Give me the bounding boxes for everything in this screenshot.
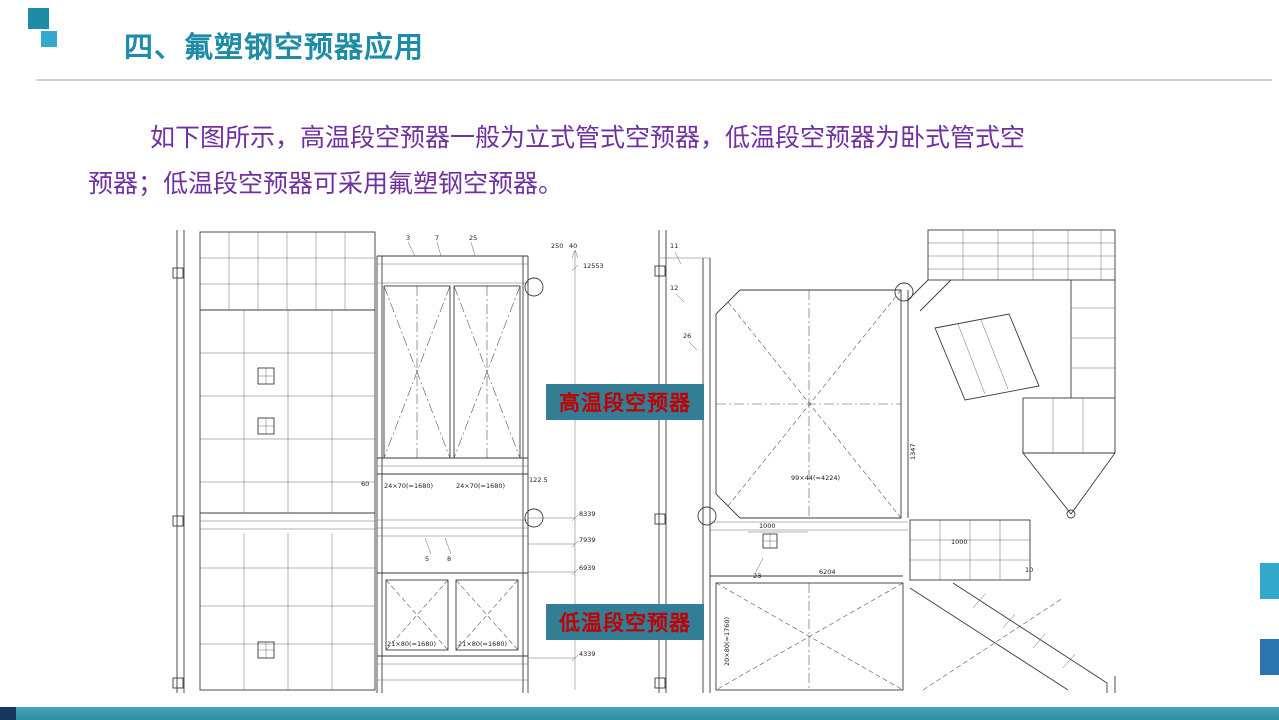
- svg-text:6939: 6939: [579, 564, 596, 572]
- page-title: 四、氟塑钢空预器应用: [124, 32, 425, 64]
- svg-text:12553: 12553: [583, 262, 604, 270]
- svg-text:10: 10: [1025, 566, 1033, 574]
- svg-text:122.5: 122.5: [529, 476, 548, 484]
- paragraph-line-2: 预器；低温段空预器可采用氟塑钢空预器。: [88, 170, 564, 198]
- svg-text:8339: 8339: [579, 510, 596, 518]
- svg-text:12: 12: [670, 284, 678, 292]
- svg-text:8: 8: [447, 555, 451, 563]
- svg-text:1347: 1347: [909, 443, 917, 460]
- svg-text:250: 250: [551, 242, 563, 250]
- svg-text:1000: 1000: [951, 538, 968, 546]
- svg-text:26: 26: [683, 332, 691, 340]
- low-temp-aph-label: 低温段空预器: [546, 604, 704, 640]
- footer-bar: [0, 707, 1279, 720]
- right-edge-accent-blue: [1260, 639, 1279, 675]
- svg-text:7939: 7939: [579, 536, 596, 544]
- svg-text:23: 23: [753, 572, 761, 580]
- footer-corner-square: [0, 707, 16, 720]
- svg-text:25: 25: [469, 234, 477, 242]
- svg-text:6204: 6204: [819, 568, 836, 576]
- header-divider: [36, 79, 1272, 81]
- paragraph-line-1: 如下图所示，高温段空预器一般为立式管式空预器，低温段空预器为卧式管式空: [150, 124, 1026, 152]
- body-paragraph: 如下图所示，高温段空预器一般为立式管式空预器，低温段空预器为卧式管式空 预器；低…: [88, 115, 1118, 207]
- svg-text:11: 11: [670, 242, 678, 250]
- header-accent-square-light: [41, 31, 57, 47]
- svg-text:99×44(=4224): 99×44(=4224): [791, 474, 840, 482]
- dimension-annotations: 3 7 25 250 40 12553 24×70(=1680) 24×70(=1680) 12…: [361, 234, 1033, 666]
- svg-text:21×80(=1680): 21×80(=1680): [458, 640, 507, 648]
- high-temp-aph-label: 高温段空预器: [546, 384, 704, 420]
- svg-text:5: 5: [425, 555, 429, 563]
- svg-text:3: 3: [406, 234, 410, 242]
- svg-text:40: 40: [569, 242, 577, 250]
- svg-text:24×70(=1680): 24×70(=1680): [384, 482, 433, 490]
- technical-drawing: 3 7 25 250 40 12553 24×70(=1680) 24×70(=1680) 12…: [163, 228, 1117, 695]
- svg-text:4339: 4339: [579, 650, 596, 658]
- svg-text:20×80(=1760): 20×80(=1760): [723, 617, 731, 666]
- svg-text:1000: 1000: [759, 522, 776, 530]
- svg-text:7: 7: [435, 234, 439, 242]
- svg-text:24×70(=1680): 24×70(=1680): [456, 482, 505, 490]
- svg-text:21×80(=1680): 21×80(=1680): [387, 640, 436, 648]
- right-edge-accent-cyan: [1260, 563, 1279, 599]
- header-accent-square-dark: [28, 8, 49, 29]
- svg-text:60: 60: [361, 480, 369, 488]
- cad-drawing: 3 7 25 250 40 12553 24×70(=1680) 24×70(=1680) 12…: [172, 229, 1116, 693]
